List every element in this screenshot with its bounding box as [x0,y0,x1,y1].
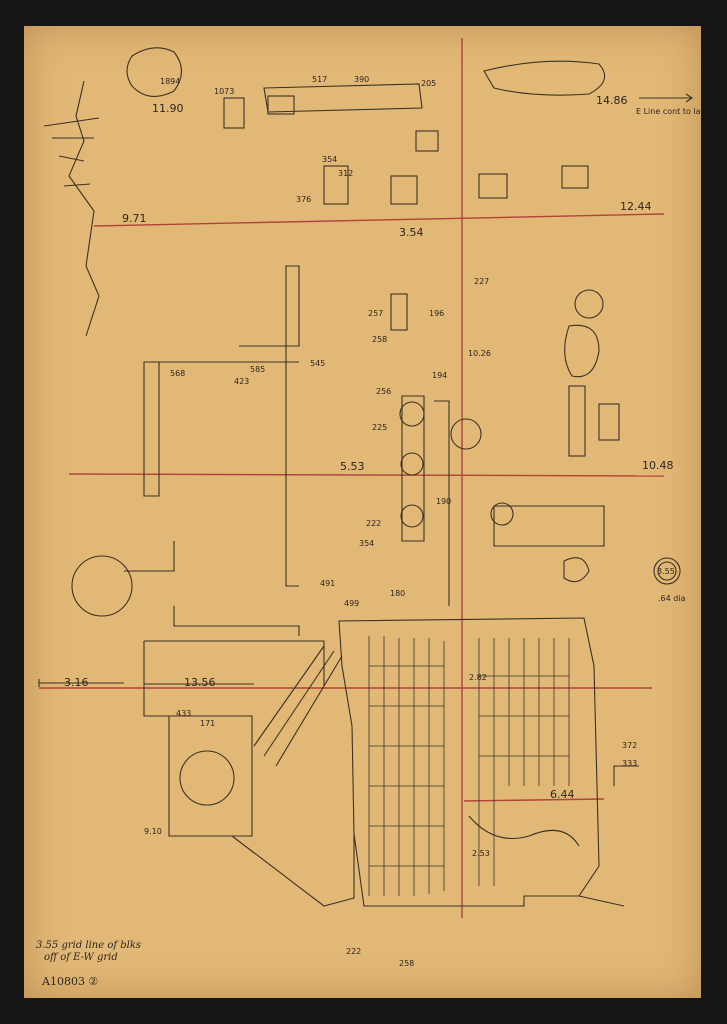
elevation: 171 [200,719,215,728]
measure-282: 2.82 [469,673,487,682]
grid-line-ew-4 [463,798,605,802]
measure-1486: 14.86 [596,94,628,107]
block-cluster-d [561,165,589,189]
east-round-feature [574,289,604,319]
east-wall-block-2 [598,403,620,441]
boulder-sketch [126,47,183,97]
margin-dia-label: .64 dia [658,594,686,603]
round-feature-3 [400,504,424,528]
catalog-id: A10803 ② [42,975,99,988]
elevation: 180 [390,589,405,598]
sw-ramp [231,834,355,907]
top-right-rubble [483,60,606,96]
site-plan-drawing: 9.71 3.54 12.44 5.53 10.48 3.16 13.56 14… [38,38,701,968]
archival-sheet: 9.71 3.54 12.44 5.53 10.48 3.16 13.56 14… [24,26,701,998]
elevation: 585 [250,365,265,374]
elevation: 227 [474,277,489,286]
elevation: 258 [372,335,387,344]
elevation: 354 [359,539,374,548]
measure-316: 3.16 [64,676,89,689]
measure-444: 6.44 [550,788,575,801]
dimension-arrow-316 [38,679,124,687]
block-cluster-b [390,175,418,205]
elevation: 9.10 [144,827,162,836]
measure-1048: 10.48 [642,459,674,472]
grid-line-ew-1 [93,213,665,227]
elevation: 205 [421,79,436,88]
margin-circle-outer [653,557,681,585]
west-circular-feature [71,555,133,617]
measure-1244: 12.44 [620,200,652,213]
block-cluster-c [478,173,508,199]
elevation: 222 [346,947,361,956]
block-cluster-e [415,130,439,152]
measure-1356: 13.56 [184,676,216,689]
margin-circle-label: 3.55 [657,567,675,576]
elevation: 333 [622,759,637,768]
west-enclosure-wall [143,265,300,587]
round-feature-4 [450,418,482,450]
elevation: 491 [320,579,335,588]
elevation: 499 [344,599,359,608]
elevation: 194 [432,371,447,380]
margin-circle-inner [657,561,677,581]
top-block-2 [267,95,295,115]
south-curve [468,815,580,847]
block-cluster-a [323,165,349,205]
grid-note-line1: 3.55 grid line of blks [36,940,142,951]
top-block-1 [223,97,245,129]
elevation: 545 [310,359,325,368]
central-block-1 [390,293,408,331]
east-line-note: E Line cont to last block [636,107,701,116]
elevation: 1073 [214,87,234,96]
measure-354: 3.54 [399,226,424,239]
elevation: 225 [372,423,387,432]
elevation: 376 [296,195,311,204]
elevation: 312 [338,169,353,178]
east-wall-block [568,385,586,457]
central-wall-run [401,395,605,606]
measure-1026: 10.26 [468,349,491,358]
elevation: 372 [622,741,637,750]
measure-553: 5.53 [340,460,365,473]
diagonal-channel [253,645,343,767]
elevation: 222 [366,519,381,528]
east-line-arrow [639,93,693,103]
elevation: 190 [436,497,451,506]
elevation: 433 [176,709,191,718]
round-feature-5 [490,502,514,526]
elevation: 517 [312,75,327,84]
south-west-chamber [143,640,325,837]
elevation: 568 [170,369,185,378]
rock-outcrop [68,80,100,337]
round-feature-2 [400,452,424,476]
elevation: 258 [399,959,414,968]
elevation: 256 [376,387,391,396]
chamber-round-feature [179,750,235,806]
measure-1190: 11.90 [152,102,184,115]
south-complex-outline [338,617,600,907]
south-complex-blocks [368,636,570,896]
grid-line-ew-2 [68,473,665,477]
grid-note-line2: off of E-W grid [44,952,118,963]
measure-1894: 1894 [160,77,180,86]
measure-971: 9.71 [122,212,147,225]
east-circle-mark [563,557,590,583]
elevation: 390 [354,75,369,84]
west-enclosure-outer [124,541,300,636]
elevation: 354 [322,155,337,164]
rock-hatching [43,117,100,187]
south-extension [578,765,639,907]
round-feature-1 [399,401,425,427]
elevation: 423 [234,377,249,386]
top-long-wall [263,83,423,113]
east-oval [564,324,600,378]
elevation: 257 [368,309,383,318]
measure-253: 2.53 [472,849,490,858]
elevation: 196 [429,309,444,318]
